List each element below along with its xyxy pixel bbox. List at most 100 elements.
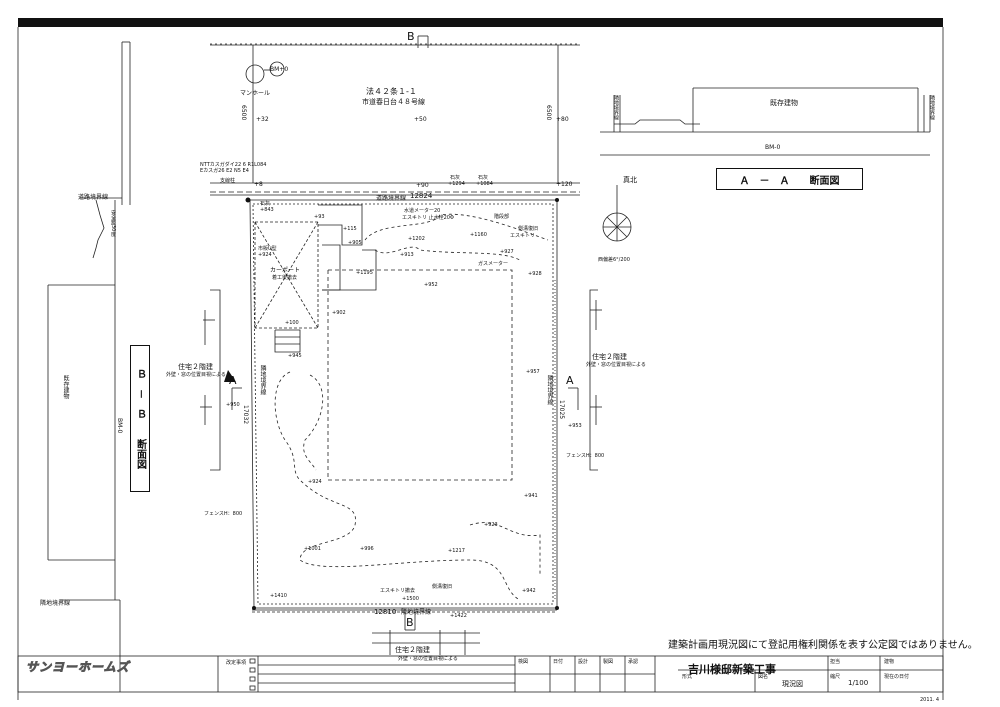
elevation-label: +1500 <box>402 596 419 602</box>
elevation-label: +120 <box>556 181 573 188</box>
elevation-label: +923 <box>484 522 498 528</box>
magnetic-label: 西偏差6°/200 <box>598 257 630 263</box>
elevation-label: +941 <box>524 493 538 499</box>
fence-right-label: フェンスH：800 <box>566 453 605 459</box>
drawing-name: 現況図 <box>782 680 803 688</box>
check-label: 検図 <box>518 659 529 665</box>
elevation-label: +93 <box>314 214 325 220</box>
design-label: 設計 <box>578 659 589 665</box>
elevation-label: +928 <box>528 271 542 277</box>
section-bb-title-box: Ｂ － Ｂ 断面図 <box>130 345 150 492</box>
chief-label: 担当 <box>830 659 841 665</box>
section-bb-title: Ｂ － Ｂ 断面図 <box>134 368 146 469</box>
dim-height-right: 17025 <box>558 400 565 420</box>
elevation-label: +927 <box>500 249 514 255</box>
side-ditch-bottom-label: 側溝復旧 <box>432 584 453 590</box>
elevation-label: +953 <box>568 423 582 429</box>
scale-value: 1/100 <box>848 679 869 687</box>
scale-label: 縮尺 <box>830 674 841 680</box>
building-label: 建物 <box>884 659 895 665</box>
elevation-label: +1202 <box>408 236 425 242</box>
water-meter-label: 水道メーター20 <box>404 208 441 214</box>
fence-left-label: フェンスH：800 <box>204 511 243 517</box>
elevation-label: +1001 <box>304 546 321 552</box>
section-b-marker-top: B <box>407 30 415 43</box>
elevation-label: +1195 <box>356 270 373 276</box>
rock-label: 石灰 <box>478 175 489 181</box>
drawing-frame-top-bar <box>18 18 943 27</box>
section-a-marker-right: A <box>566 374 574 387</box>
section-aa-title-box: Ａ － Ａ 断面図 <box>716 168 863 190</box>
elevation-label: +1217 <box>448 548 465 554</box>
date-label: 日付 <box>553 659 564 665</box>
elevation-label: +905 <box>348 240 362 246</box>
dim-width-top: 12824 <box>410 192 433 200</box>
drawing-name-label: 図名 <box>758 674 769 680</box>
section-a-marker-left: A <box>229 374 237 387</box>
side-ditch-label: 側溝復旧 <box>518 226 539 232</box>
esukitori-label: エスキトリ 止水栓20Φ <box>402 215 454 221</box>
elevation-label: +90 <box>416 182 429 189</box>
elevation-label: +1294 <box>448 181 465 187</box>
pole-label: 支線柱 <box>220 178 236 184</box>
elevation-label: +80 <box>556 116 569 123</box>
road-boundary-label: 道路境界線 <box>376 195 407 202</box>
disclaimer-notice: 建築計画用現況図にて登記用権利関係を表す公定図ではありません。 <box>668 640 978 651</box>
dim-height-left: 17032 <box>242 405 249 425</box>
side-walkway-label: 安全距30度 <box>110 210 116 237</box>
dim-width-bottom: 12810 <box>374 608 397 616</box>
elevation-label: +924 <box>308 479 322 485</box>
dim-top-left: 6500 <box>240 105 247 121</box>
project-title: 吉川様邸新築工事 <box>688 663 776 676</box>
house-right-sub: 外壁・窓の位置目視による <box>586 362 646 368</box>
elevation-label: +32 <box>256 116 269 123</box>
revision-label: 改定事項 <box>226 660 247 666</box>
elevation-label: +902 <box>332 310 346 316</box>
date-label2: 現在の日付 <box>884 674 910 680</box>
elevation-label: +50 <box>414 116 427 123</box>
house-bottom-title: 住宅２階建 <box>395 646 430 654</box>
bm-label-left: BM-0 <box>116 418 123 434</box>
road-boundary-left-label: 道路境界線 <box>78 194 109 201</box>
rock-label: 市販U型 <box>258 246 277 252</box>
carport-label: カーポート <box>270 267 301 274</box>
section-aa-title: Ａ － Ａ 断面図 <box>739 175 840 187</box>
telephone-pole-label: NTTカスガダイ22 6 R1L084 Eカスガ26 E2 N5 E4 <box>200 162 267 174</box>
elevation-label: +996 <box>360 546 374 552</box>
drawn-label: 製図 <box>603 659 614 665</box>
house-bottom-sub: 外壁・窓の位置目視による <box>398 656 458 662</box>
elevation-label: +924 <box>258 252 272 258</box>
adjacent-boundary-right: 隣地境界線 <box>546 375 553 405</box>
adjacent-boundary-left: 隣地境界線 <box>259 365 266 395</box>
elevation-label: +1410 <box>270 593 287 599</box>
elevation-label: +8 <box>254 181 263 188</box>
house-left-title: 住宅２階建 <box>178 363 213 371</box>
bm-label: BM+0 <box>270 66 289 73</box>
house-right-title: 住宅２階建 <box>592 353 627 361</box>
elevation-label: +1422 <box>450 613 467 619</box>
elevation-label: +843 <box>260 207 274 213</box>
section-b-marker-bottom: B <box>406 616 414 629</box>
company-logo: サンヨーホームズ <box>26 660 130 675</box>
adjacent-boundary-aa-left: 隣地境界線 <box>613 95 619 120</box>
adjacent-boundary-aa-right: 隣地境界線 <box>929 95 935 120</box>
stair-label: 階段部 <box>494 214 510 220</box>
esukitori-label: エスキトリ <box>510 233 536 239</box>
elevation-label: +100 <box>285 320 299 326</box>
elevation-label: +1160 <box>470 232 487 238</box>
esukitori-bottom-label: エスキトリ撤去 <box>380 588 416 594</box>
date-stamp: 2011. 4 <box>920 697 940 703</box>
adjacent-boundary-left-label: 隣地境界線 <box>40 600 71 607</box>
road-article-label: 法４２条１-１ <box>366 87 417 96</box>
dim-top-right: 6500 <box>545 105 552 121</box>
elevation-label: +945 <box>288 353 302 359</box>
elevation-label: +942 <box>522 588 536 594</box>
house-left-sub: 外壁・窓の位置目視による <box>166 372 226 378</box>
elevation-label: +950 <box>226 402 240 408</box>
existing-building-left: 既存建物 <box>62 375 69 399</box>
carport-sub-label: 着工後撤去 <box>272 275 298 281</box>
form-label: 形式 <box>682 674 693 680</box>
rock-label: 石灰 <box>260 201 271 207</box>
road-name-label: 市道春日台４８号線 <box>362 98 425 106</box>
